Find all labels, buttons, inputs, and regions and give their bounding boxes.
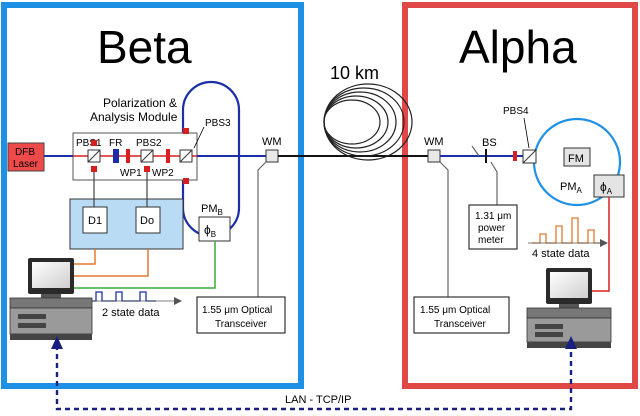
beta-transceiver xyxy=(196,296,286,334)
alpha-site-box xyxy=(402,2,638,389)
phi-b-label: ϕB xyxy=(204,223,216,239)
beta-transceiver-fiber xyxy=(257,161,267,297)
dfb-label-line1: DFB xyxy=(15,147,35,158)
bs-tap-fiber xyxy=(471,145,480,157)
coupler-post xyxy=(144,166,150,172)
alpha-transceiver xyxy=(413,296,510,334)
pbs3-label: PBS3 xyxy=(205,118,231,129)
lan-connection xyxy=(55,345,573,411)
beta-title: Beta xyxy=(97,21,192,73)
coupler-post xyxy=(91,166,97,172)
power-meter xyxy=(468,204,518,250)
alpha-computer xyxy=(526,268,612,348)
beta-computer xyxy=(9,258,93,340)
beta-site-box xyxy=(1,2,304,389)
pm-a-label: PMA xyxy=(560,181,583,195)
alpha-title: Alpha xyxy=(459,21,577,73)
link-distance: 10 km xyxy=(330,63,379,83)
phi-a-label: ϕA xyxy=(600,180,613,196)
alpha-transceiver-line1: 1.55 μm Optical xyxy=(420,305,490,316)
coupler-post xyxy=(91,140,97,146)
faraday-rotator xyxy=(113,149,119,163)
fr-label: FR xyxy=(109,138,122,149)
pbs4-label: PBS4 xyxy=(503,106,529,117)
pm-b-label: PMB xyxy=(201,203,223,217)
power-meter-line3: meter xyxy=(478,235,504,246)
alpha-transceiver-fiber xyxy=(439,161,449,297)
power-meter-line1: 1.31 μm xyxy=(475,211,511,222)
coupler-post xyxy=(183,128,189,134)
module-label-line2: Analysis Module xyxy=(90,110,178,124)
beta-pulse-train xyxy=(76,291,156,302)
wm-beta-label: WM xyxy=(262,136,282,148)
beta-state-data: 2 state data xyxy=(102,307,160,319)
bs-label: BS xyxy=(482,137,497,149)
power-meter-line2: power xyxy=(478,223,506,234)
power-meter-fiber xyxy=(490,161,498,205)
pma-control-wire xyxy=(588,197,610,292)
wp2-label: WP2 xyxy=(152,168,174,179)
d0-signal-wire xyxy=(72,249,149,277)
pbs2-label: PBS2 xyxy=(136,138,162,149)
coupler-post xyxy=(183,178,189,184)
pmb-control-wire xyxy=(72,241,216,289)
wm-alpha xyxy=(427,149,441,163)
beta-transceiver-line1: 1.55 μm Optical xyxy=(202,305,272,316)
lan-label: LAN - TCP/IP xyxy=(285,394,351,406)
faraday-mirror xyxy=(563,147,591,167)
d0-label: Do xyxy=(140,215,154,227)
module-label-line1: Polarization & xyxy=(103,96,177,110)
wp1-label: WP1 xyxy=(120,168,142,179)
dfb-laser xyxy=(7,142,45,172)
alpha-state-data: 4 state data xyxy=(532,248,590,260)
pbs1-label: PBS1 xyxy=(76,138,102,149)
alpha-transceiver-line2: Transceiver xyxy=(434,319,487,330)
beta-transceiver-line2: Transceiver xyxy=(215,319,268,330)
lan-arrow-beta xyxy=(51,336,63,349)
wp2-plate xyxy=(166,149,170,163)
wm-beta xyxy=(265,149,279,163)
detector-d1 xyxy=(82,206,108,234)
d1-label: D1 xyxy=(88,215,102,227)
fiber-spool xyxy=(323,83,413,161)
fm-label: FM xyxy=(568,153,584,165)
dfb-label-line2: Laser xyxy=(13,159,39,170)
lan-arrow-alpha xyxy=(565,336,577,349)
detector-d0 xyxy=(135,206,161,234)
wm-alpha-label: WM xyxy=(424,136,444,148)
wp1-plate xyxy=(126,149,130,163)
bs-marker xyxy=(513,151,517,161)
alpha-pulse-train xyxy=(532,217,602,244)
phase-modulator-b xyxy=(198,216,231,242)
